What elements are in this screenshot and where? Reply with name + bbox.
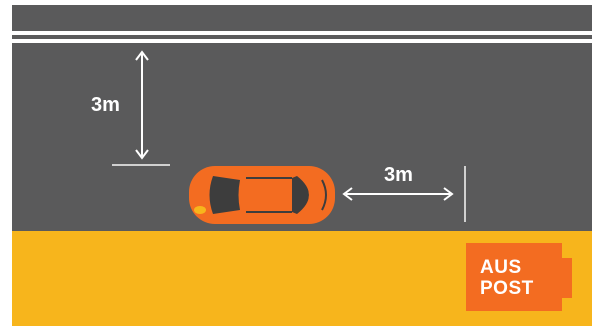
auspost-logo-text: AUS POST bbox=[480, 257, 534, 299]
lane-line-top bbox=[12, 31, 592, 35]
vertical-gap-label: 3m bbox=[91, 95, 120, 115]
car-top-view-icon bbox=[189, 166, 335, 224]
auspost-line-1: AUS bbox=[480, 257, 534, 278]
lane-line-bottom bbox=[12, 39, 592, 43]
lane-line-gap bbox=[12, 35, 592, 39]
road-top-strip bbox=[12, 5, 592, 31]
auspost-line-2: POST bbox=[480, 278, 534, 299]
horizontal-gap-label: 3m bbox=[384, 165, 413, 185]
